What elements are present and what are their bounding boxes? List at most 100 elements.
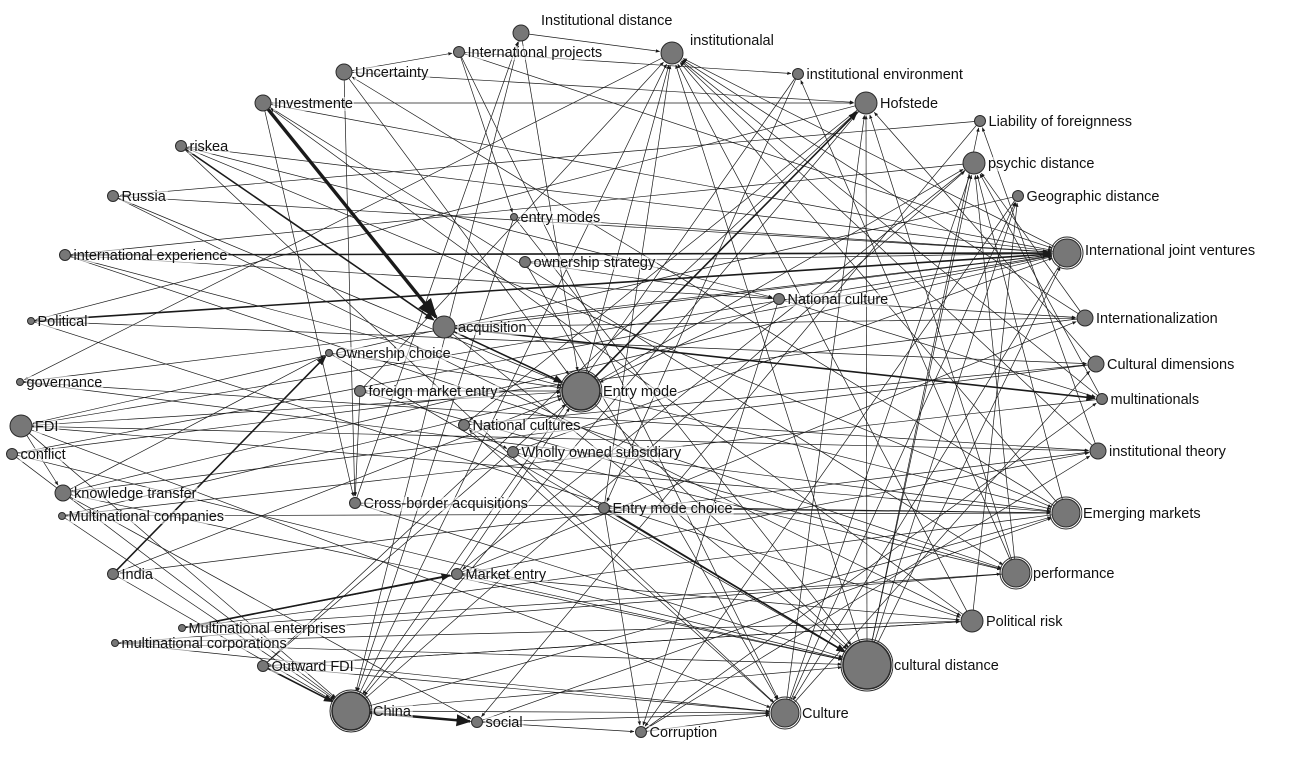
- node-circle-social[interactable]: [471, 716, 483, 728]
- node-circle-culture[interactable]: [770, 698, 800, 728]
- node-acquisition[interactable]: acquisition: [432, 315, 528, 339]
- node-circle-multinational-corporations[interactable]: [111, 639, 119, 647]
- node-market-entry[interactable]: Market entry: [451, 567, 548, 583]
- node-circle-geographic-distance[interactable]: [1012, 190, 1024, 202]
- node-outward-fdi[interactable]: Outward FDI: [257, 659, 355, 675]
- node-circle-conflict[interactable]: [6, 448, 18, 460]
- node-circle-wholly-owned-subsidiary[interactable]: [507, 446, 519, 458]
- node-circle-multinational-companies[interactable]: [58, 512, 66, 520]
- node-circle-hofstede[interactable]: [854, 91, 878, 115]
- node-political[interactable]: Political: [27, 314, 89, 330]
- node-circle-institutional-environment[interactable]: [792, 68, 804, 80]
- node-cultural-dimensions[interactable]: Cultural dimensions: [1087, 355, 1236, 373]
- node-circle-liability-of-foreignness[interactable]: [974, 115, 986, 127]
- node-institutional-theory[interactable]: institutional theory: [1089, 442, 1228, 460]
- node-conflict[interactable]: conflict: [6, 447, 67, 463]
- node-russia[interactable]: Russia: [107, 189, 168, 205]
- node-circle-performance[interactable]: [1001, 558, 1031, 588]
- node-multinational-companies[interactable]: Multinational companies: [58, 509, 226, 525]
- node-circle-knowledge-transfer[interactable]: [54, 484, 72, 502]
- node-circle-riskea[interactable]: [175, 140, 187, 152]
- node-cultural-distance[interactable]: cultural distance: [840, 638, 1000, 692]
- node-circle-international-projects[interactable]: [453, 46, 465, 58]
- node-circle-entry-mode-choice[interactable]: [598, 502, 610, 514]
- node-international-experience[interactable]: international experience: [59, 248, 229, 264]
- node-riskea[interactable]: riskea: [175, 139, 231, 155]
- node-uncertainty[interactable]: Uncertainty: [335, 63, 431, 81]
- node-governance[interactable]: governance: [16, 375, 104, 391]
- node-circle-political[interactable]: [27, 317, 35, 325]
- node-india[interactable]: India: [107, 567, 155, 583]
- node-circle-cross-border-acquisitions[interactable]: [349, 497, 361, 509]
- node-circle-russia[interactable]: [107, 190, 119, 202]
- node-circle-multinationals[interactable]: [1096, 393, 1108, 405]
- node-wholly-owned-subsidiary[interactable]: Wholly owned subsidiary: [507, 445, 683, 461]
- node-institutionalal[interactable]: institutionalal: [660, 33, 775, 65]
- node-circle-cultural-distance[interactable]: [842, 640, 892, 690]
- label-halo: [273, 97, 354, 111]
- node-circle-foreign-market-entry[interactable]: [354, 385, 366, 397]
- node-circle-governance[interactable]: [16, 378, 24, 386]
- node-circle-political-risk[interactable]: [960, 609, 984, 633]
- node-corruption[interactable]: Corruption: [635, 725, 719, 741]
- node-circle-entry-modes[interactable]: [510, 213, 518, 221]
- node-ownership-strategy[interactable]: ownership strategy: [519, 255, 657, 271]
- node-china[interactable]: China: [329, 689, 413, 733]
- node-circle-entry-mode[interactable]: [561, 371, 601, 411]
- node-circle-internationalization[interactable]: [1076, 309, 1094, 327]
- node-internationalization[interactable]: Internationalization: [1076, 309, 1219, 327]
- node-international-joint-ventures[interactable]: International joint ventures: [1050, 236, 1257, 270]
- node-multinationals[interactable]: multinationals: [1096, 392, 1201, 408]
- node-performance[interactable]: performance: [999, 556, 1116, 590]
- node-circle-corruption[interactable]: [635, 726, 647, 738]
- node-geographic-distance[interactable]: Geographic distance: [1012, 189, 1161, 205]
- node-circle-psychic-distance[interactable]: [962, 151, 986, 175]
- node-fdi[interactable]: FDI: [9, 414, 60, 438]
- node-entry-mode[interactable]: Entry mode: [559, 369, 679, 413]
- node-institutional-environment[interactable]: institutional environment: [792, 67, 964, 83]
- node-circle-acquisition[interactable]: [432, 315, 456, 339]
- node-political-risk[interactable]: Political risk: [960, 609, 1065, 633]
- node-national-culture[interactable]: National culture: [773, 292, 890, 308]
- node-circle-international-experience[interactable]: [59, 249, 71, 261]
- edge-fdi-to-culture: [31, 429, 771, 708]
- node-emerging-markets[interactable]: Emerging markets: [1049, 496, 1202, 530]
- node-social[interactable]: social: [471, 715, 524, 731]
- node-international-projects[interactable]: International projects: [453, 45, 604, 61]
- node-circle-cultural-dimensions[interactable]: [1087, 355, 1105, 373]
- node-circle-institutionalal[interactable]: [660, 41, 684, 65]
- label-halo: [648, 726, 719, 740]
- edge-liability-of-foreignness-to-social: [481, 124, 977, 717]
- node-liability-of-foreignness[interactable]: Liability of foreignness: [974, 114, 1134, 130]
- node-national-cultures[interactable]: National cultures: [458, 418, 582, 434]
- node-knowledge-transfer[interactable]: knowledge transfer: [54, 484, 198, 502]
- node-circle-ownership-choice[interactable]: [325, 349, 333, 357]
- node-investmente[interactable]: Investmente: [254, 94, 354, 112]
- node-circle-international-joint-ventures[interactable]: [1052, 238, 1082, 268]
- node-cross-border-acquisitions[interactable]: Cross-border acquisitions: [349, 496, 529, 512]
- node-culture[interactable]: Culture: [768, 696, 850, 730]
- node-circle-institutional-distance[interactable]: [512, 24, 530, 42]
- node-circle-ownership-strategy[interactable]: [519, 256, 531, 268]
- node-entry-modes[interactable]: entry modes: [510, 210, 602, 226]
- node-circle-emerging-markets[interactable]: [1051, 498, 1081, 528]
- node-circle-outward-fdi[interactable]: [257, 660, 269, 672]
- node-circle-multinational-enterprises[interactable]: [178, 624, 186, 632]
- node-foreign-market-entry[interactable]: foreign market entry: [354, 384, 500, 400]
- node-circle-uncertainty[interactable]: [335, 63, 353, 81]
- node-hofstede[interactable]: Hofstede: [854, 91, 939, 115]
- node-circle-fdi[interactable]: [9, 414, 33, 438]
- node-circle-institutional-theory[interactable]: [1089, 442, 1107, 460]
- node-entry-mode-choice[interactable]: Entry mode choice: [598, 501, 734, 517]
- node-circle-national-cultures[interactable]: [458, 419, 470, 431]
- node-circle-national-culture[interactable]: [773, 293, 785, 305]
- node-circle-china[interactable]: [331, 691, 371, 731]
- node-circle-india[interactable]: [107, 568, 119, 580]
- node-psychic-distance[interactable]: psychic distance: [962, 151, 1096, 175]
- node-multinational-corporations[interactable]: multinational corporations: [111, 636, 288, 652]
- node-circle-market-entry[interactable]: [451, 568, 463, 580]
- node-multinational-enterprises[interactable]: Multinational enterprises: [178, 621, 347, 637]
- node-circle-investmente[interactable]: [254, 94, 272, 112]
- node-institutional-distance[interactable]: Institutional distance: [512, 13, 674, 42]
- node-ownership-choice[interactable]: Ownership choice: [325, 346, 452, 362]
